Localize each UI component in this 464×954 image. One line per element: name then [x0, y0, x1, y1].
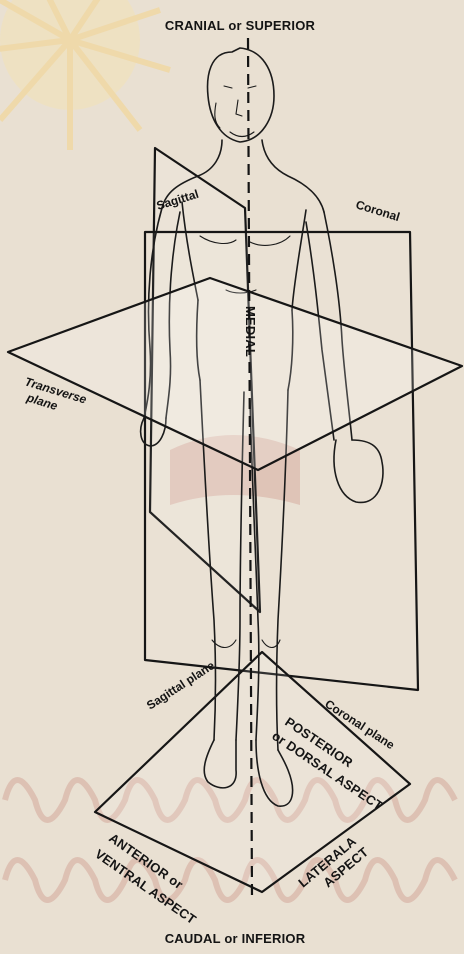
cranial-label: CRANIAL or SUPERIOR — [165, 18, 316, 33]
medial-label: MEDIAL — [243, 306, 258, 357]
caudal-label: CAUDAL or INFERIOR — [165, 931, 306, 946]
